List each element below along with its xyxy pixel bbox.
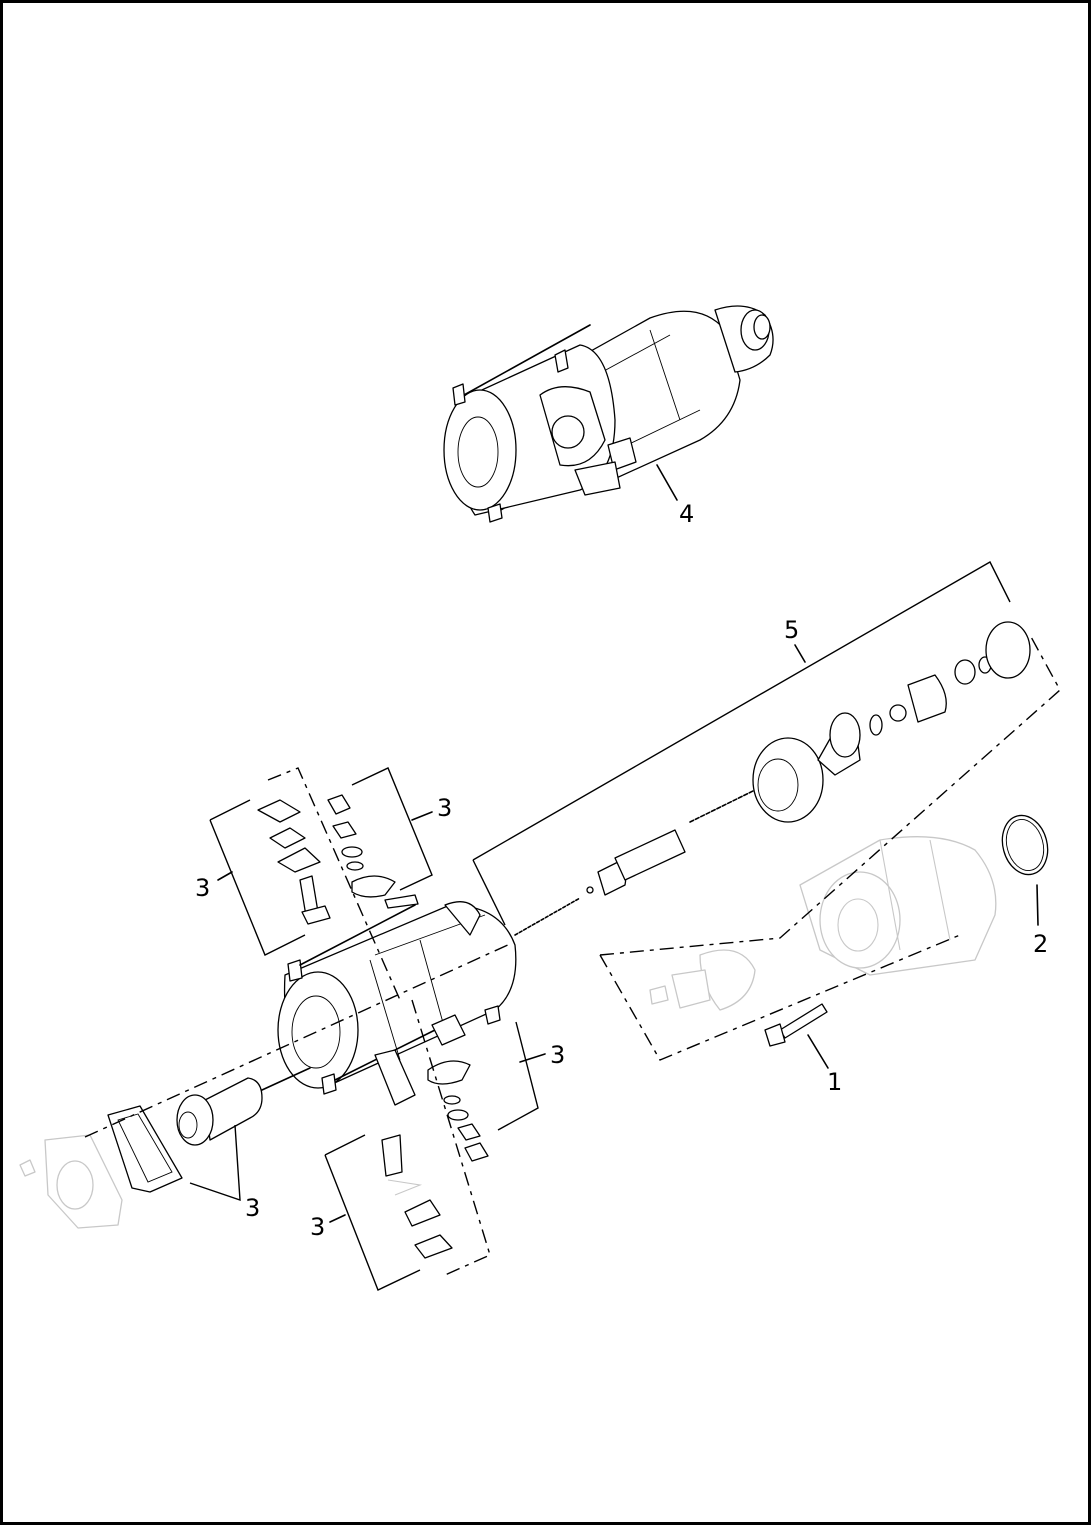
starter-assembly [443,305,774,523]
callout-3-top-left: 3 [195,874,210,902]
callout-3-lower-right: 3 [550,1041,565,1069]
contact-hardware-lower [381,1060,489,1259]
callout-4: 4 [679,500,694,528]
callout-2: 2 [1033,930,1048,958]
motor-housing [277,901,517,1106]
callout-1: 1 [827,1068,842,1096]
drive-housing-ghost [649,836,997,1011]
callout-5: 5 [784,616,799,644]
brackets [189,561,1011,1291]
callout-3-top-right: 3 [437,794,452,822]
solenoid-cover-ghost [19,1134,123,1229]
leader-lines [217,464,1039,1223]
contact-hardware-upper [257,794,419,925]
solenoid-plunger [176,1067,311,1146]
drive-components [514,621,1031,936]
mounting-bolt [764,1003,828,1047]
callout-3-plunger: 3 [245,1194,260,1222]
o-ring [1001,814,1049,876]
reference-lines [84,634,1061,1276]
callout-3-lower-left: 3 [310,1213,325,1241]
solenoid-gasket [107,1105,183,1193]
